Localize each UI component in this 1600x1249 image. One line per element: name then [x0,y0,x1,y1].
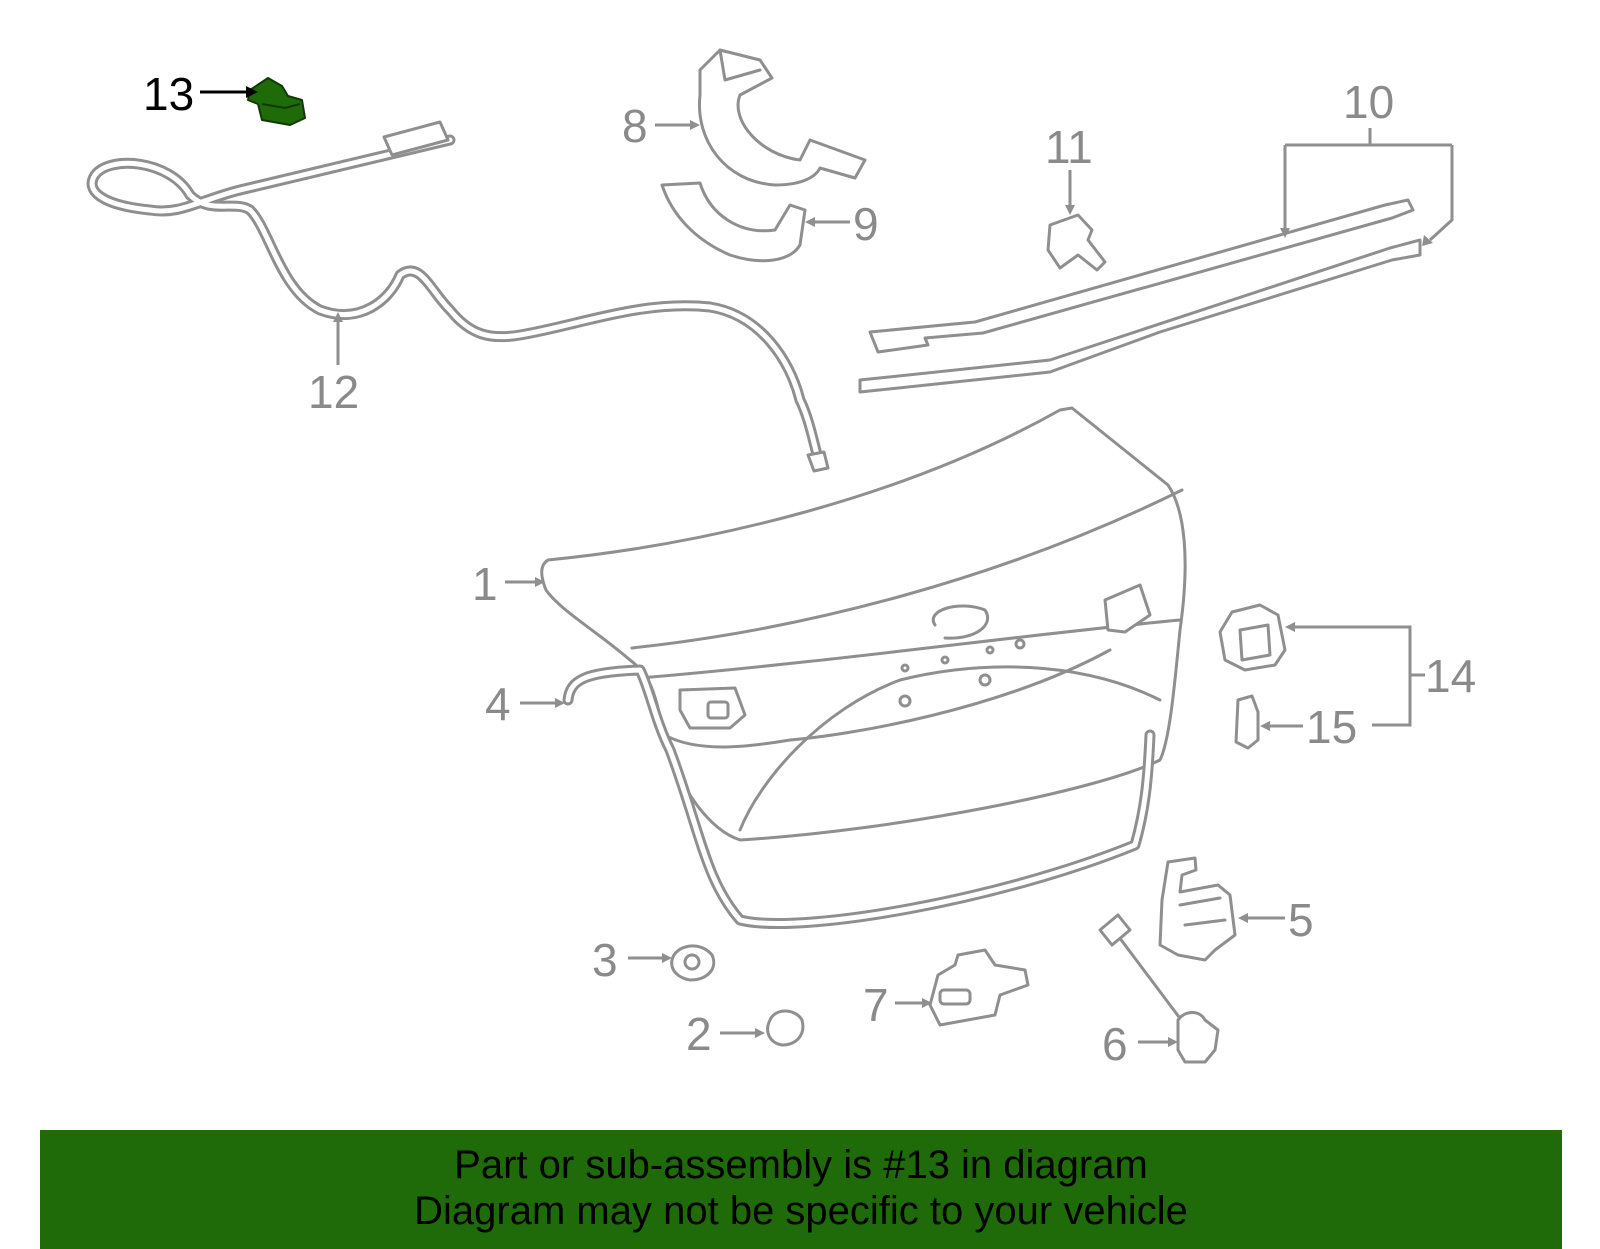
part-5-lock[interactable] [1158,856,1237,962]
part-14-latch[interactable] [1218,603,1287,672]
part-8-hinge[interactable] [697,48,867,187]
callout-8[interactable]: 8 [622,100,648,152]
part-13-clip[interactable] [247,77,306,126]
callout-15[interactable]: 15 [1306,701,1357,753]
callout-1[interactable]: 1 [472,558,498,610]
part-2-cushion[interactable] [766,1009,805,1047]
callout-9[interactable]: 9 [853,198,879,250]
part-11-clip[interactable] [1046,213,1107,272]
callout-14[interactable]: 14 [1425,650,1476,702]
banner-line-part: Part or sub-assembly is #13 in diagram [454,1143,1148,1187]
callout-7[interactable]: 7 [863,979,889,1031]
callout-4[interactable]: 4 [485,678,511,730]
part-7-switch[interactable] [928,948,1030,1027]
callout-13[interactable]: 13 [143,68,194,120]
banner-line-disclaimer: Diagram may not be specific to your vehi… [414,1189,1188,1233]
callout-10[interactable]: 10 [1343,76,1394,128]
callout-labels: 13 8 9 11 10 12 1 4 14 15 5 3 7 2 6 [143,68,1476,1070]
parts-diagram: 13 8 9 11 10 12 1 4 14 15 5 3 7 2 6 [86,48,1476,1070]
part-6-cylinder[interactable] [1098,913,1220,1064]
part-1-trunk-lid[interactable] [540,406,1187,842]
part-12-cable[interactable] [86,120,830,473]
callout-6[interactable]: 6 [1102,1018,1128,1070]
callout-2[interactable]: 2 [686,1008,712,1060]
part-3-bumper[interactable] [670,944,716,982]
part-15-retainer[interactable] [1234,694,1260,750]
part-10-rods[interactable] [858,198,1422,394]
info-banner: Part or sub-assembly is #13 in diagram D… [40,1130,1562,1249]
part-9-hinge-bracket[interactable] [660,181,807,263]
callout-3[interactable]: 3 [592,934,618,986]
leader-lines [200,86,1454,1047]
callout-12[interactable]: 12 [308,366,359,418]
part-4-weatherstrip[interactable] [562,664,1156,929]
callout-11[interactable]: 11 [1045,121,1093,173]
callout-5[interactable]: 5 [1288,894,1314,946]
